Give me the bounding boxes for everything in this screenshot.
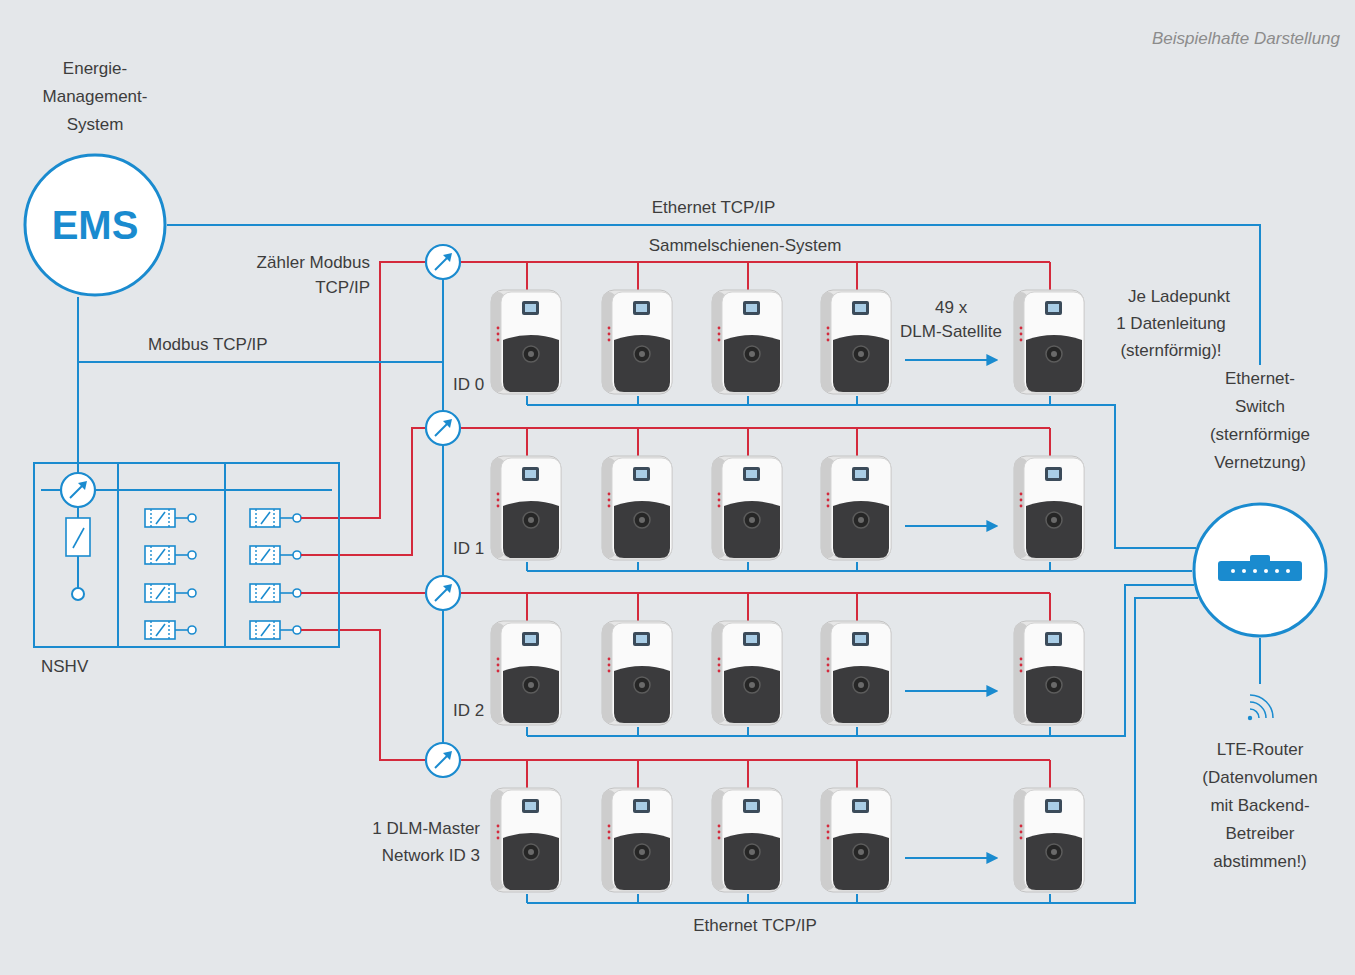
breaker-symbol <box>145 509 196 527</box>
charger-figure <box>821 290 891 394</box>
breaker-symbol <box>145 621 196 639</box>
charger-figure <box>712 290 782 394</box>
charger-figure <box>821 788 891 892</box>
supply-terminal <box>72 588 84 600</box>
charger-figure <box>491 290 561 394</box>
charger-figure <box>602 621 672 725</box>
modbus-line <box>442 279 444 743</box>
breaker-symbol <box>145 584 196 602</box>
antenna-line <box>1259 638 1261 684</box>
router-led <box>1242 569 1246 573</box>
node-label: NSHV <box>41 656 88 678</box>
breaker-symbol <box>250 546 301 564</box>
feeder-cable <box>301 592 426 594</box>
data-connector <box>77 297 79 462</box>
network-id: ID 2 <box>453 700 484 722</box>
router-led <box>1286 569 1290 573</box>
bus-label: Modbus TCP/IP <box>148 334 268 356</box>
router-led <box>1253 569 1257 573</box>
master-label: 1 DLM-Master Network ID 3 <box>368 815 480 869</box>
note-text: Beispielhafte Darstellung <box>1100 28 1340 50</box>
main-breaker-lever <box>73 528 84 548</box>
busbar <box>460 760 1050 788</box>
charger-figure <box>712 788 782 892</box>
node-heading: Ethernet- Switch (sternförmige Vernetzun… <box>1201 365 1319 477</box>
feeder-cable <box>301 630 426 760</box>
node-title: EMS <box>23 203 167 247</box>
main-feed <box>77 507 79 518</box>
wifi-icon <box>1250 695 1273 718</box>
breaker-symbol <box>145 546 196 564</box>
breaker-symbol <box>250 621 301 639</box>
charger-figure <box>491 621 561 725</box>
modbus-line <box>78 361 443 363</box>
data-line <box>527 598 1198 903</box>
router-led <box>1264 569 1268 573</box>
feeder-cable <box>301 428 426 555</box>
charger-figure <box>602 456 672 560</box>
continuation-arrow <box>905 857 996 859</box>
charger-figure <box>821 456 891 560</box>
data-connector <box>167 225 1260 365</box>
main-breaker-symbol <box>66 518 90 556</box>
data-line <box>527 585 1194 736</box>
meter-symbol <box>426 743 460 777</box>
data-line <box>527 562 1192 571</box>
continuation-arrow <box>905 359 996 361</box>
busbar <box>460 428 1050 456</box>
node-caption: LTE-Router (Datenvolumen mit Backend- Be… <box>1200 736 1320 876</box>
busbar-label: Sammelschienen-System <box>620 235 870 257</box>
meter-symbol <box>426 245 460 279</box>
meter-label: Zähler Modbus TCP/IP <box>250 250 370 300</box>
continuation-arrow <box>905 525 996 527</box>
router-led <box>1231 569 1235 573</box>
charger-figure <box>491 788 561 892</box>
meter-symbol <box>426 411 460 445</box>
main-feed <box>77 556 79 588</box>
meter-symbol <box>426 576 460 610</box>
wifi-icon <box>1248 716 1252 720</box>
breaker-symbol <box>250 584 301 602</box>
busbar <box>460 262 1050 290</box>
main-meter-symbol <box>61 473 95 507</box>
router-icon <box>1218 561 1302 581</box>
network-id: ID 1 <box>453 538 484 560</box>
box-outline <box>34 463 339 647</box>
node-heading: Energie- Management- System <box>23 55 167 139</box>
circle-outline <box>1194 504 1326 636</box>
ethernet-switch: Ethernet- Switch (sternförmige Vernetzun… <box>1180 365 1340 638</box>
charger-figure <box>602 788 672 892</box>
charger-figure <box>1014 788 1084 892</box>
satellite-label: 49 x DLM-Satellite <box>900 296 1004 344</box>
ems-circle: Energie- Management- SystemEMS <box>23 153 167 297</box>
cabling-note: Je Ladepunkt 1 Datenleitung (sternförmig… <box>1108 283 1234 364</box>
charger-figure <box>712 456 782 560</box>
distribution-board: NSHV <box>33 462 340 648</box>
breaker-symbol <box>250 509 301 527</box>
router-led <box>1275 569 1279 573</box>
continuation-arrow <box>905 690 996 692</box>
charger-figure <box>1014 621 1084 725</box>
bus-label: Ethernet TCP/IP <box>680 915 830 937</box>
network-id: ID 0 <box>453 374 484 396</box>
busbar <box>460 593 1050 621</box>
connector-label: Ethernet TCP/IP <box>652 197 775 219</box>
charger-figure <box>1014 456 1084 560</box>
charger-figure <box>821 621 891 725</box>
feeder-cable <box>301 262 426 518</box>
charger-figure <box>602 290 672 394</box>
charger-figure <box>712 621 782 725</box>
charger-figure <box>491 456 561 560</box>
node-outline <box>33 462 340 648</box>
charger-figure <box>1014 290 1084 394</box>
